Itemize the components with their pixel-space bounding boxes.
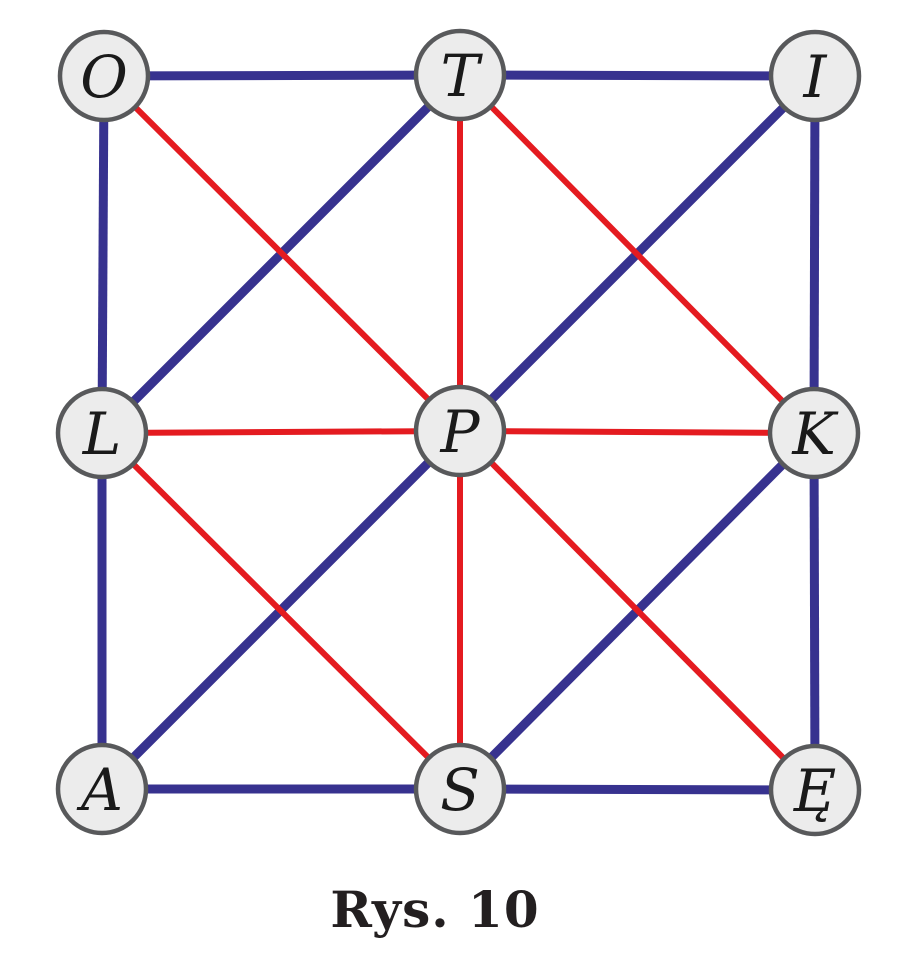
node-circle-S [413, 742, 507, 836]
node-L: L [55, 386, 149, 480]
edge-red-T-K [457, 72, 817, 436]
node-circle-P [413, 384, 507, 478]
node-circle-L [55, 386, 149, 480]
edge-red-P-E [457, 428, 818, 793]
edge-blue-O-T [103, 70, 461, 81]
node-I: I [768, 29, 862, 123]
node-label-P: P [439, 398, 480, 466]
nodes-layer: O T I L P K A S Ę [55, 28, 862, 837]
node-K: K [767, 386, 861, 480]
node-S: S [413, 742, 507, 836]
figure-caption: Rys. 10 [330, 880, 540, 939]
node-label-L: L [82, 400, 122, 468]
red-edges-layer [99, 72, 818, 793]
node-label-K: K [791, 400, 839, 468]
edge-red-P-K [459, 428, 815, 436]
node-label-E: Ę [793, 757, 836, 825]
edge-blue-K-E [809, 432, 820, 791]
node-circle-E [768, 743, 862, 837]
edge-red-L-S [99, 430, 463, 792]
node-E: Ę [768, 743, 862, 837]
edge-blue-S-E [459, 784, 816, 795]
edge-blue-I-K [809, 75, 820, 434]
node-P: P [413, 384, 507, 478]
node-O: O [57, 29, 151, 123]
node-circle-I [768, 29, 862, 123]
edge-blue-T-I [459, 70, 816, 81]
node-label-S: S [440, 756, 480, 824]
edge-red-O-P [101, 73, 463, 434]
edge-blue-O-L [97, 75, 109, 434]
node-A: A [55, 742, 149, 836]
node-T: T [413, 28, 507, 122]
node-label-I: I [803, 43, 828, 111]
node-label-O: O [80, 43, 128, 111]
node-circle-A [55, 742, 149, 836]
node-circle-O [57, 29, 151, 123]
node-label-A: A [76, 756, 123, 824]
node-circle-K [767, 386, 861, 480]
node-circle-T [413, 28, 507, 122]
edge-red-L-P [101, 428, 461, 436]
node-label-T: T [441, 42, 484, 110]
